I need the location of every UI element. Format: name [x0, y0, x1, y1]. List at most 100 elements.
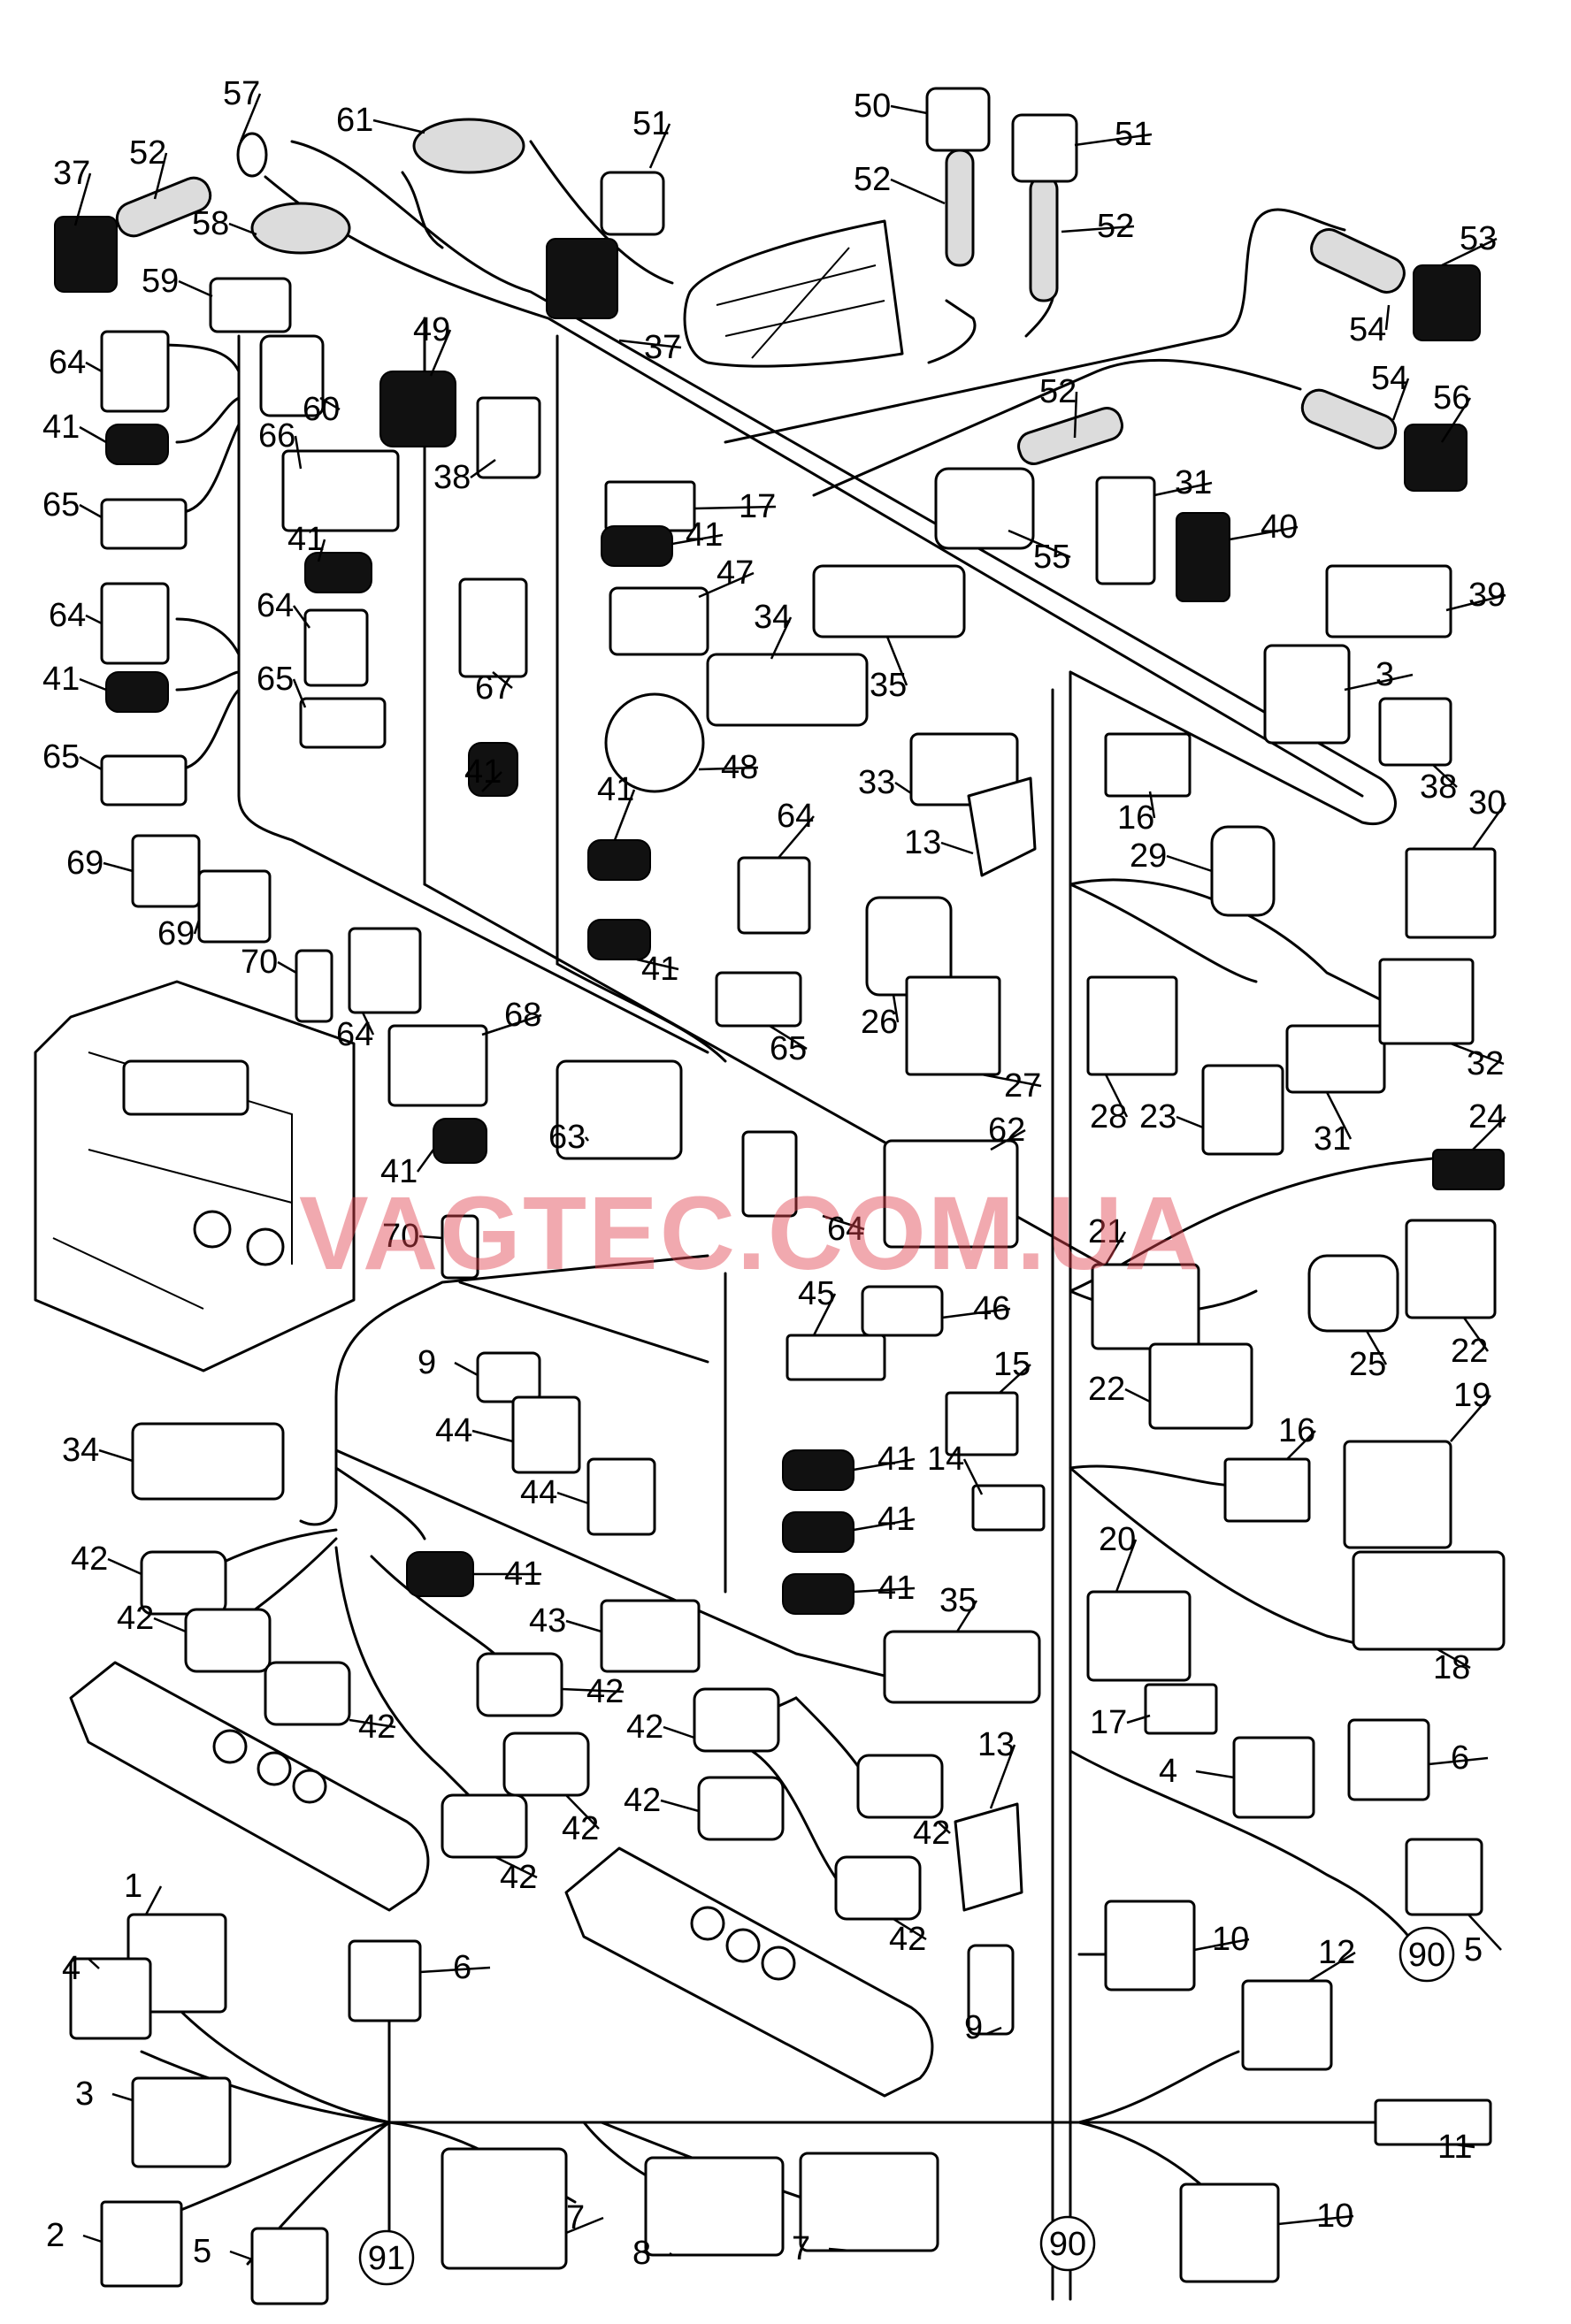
leader-c69b — [193, 919, 201, 935]
callout-58: 58 — [192, 205, 229, 242]
callout-49: 49 — [413, 311, 450, 348]
callout-70: 70 — [382, 1218, 419, 1255]
connector-41-j — [782, 1511, 854, 1553]
leader-c18 — [1437, 1647, 1471, 1670]
connector-18 — [1352, 1550, 1506, 1651]
callout-10: 10 — [1316, 2198, 1353, 2235]
leader-c42j — [893, 1917, 927, 1941]
seat-switch-panel-left — [69, 1661, 430, 1912]
connector-9-mid — [476, 1351, 541, 1403]
connector-65-b — [100, 754, 188, 807]
relay-7-right — [799, 2152, 939, 2252]
connector-31-mid — [1285, 1024, 1386, 1094]
leader-c41f — [613, 789, 636, 841]
leader-c42f — [565, 1794, 600, 1830]
connector-68 — [387, 1024, 488, 1107]
callout-41: 41 — [287, 521, 325, 558]
leader-c51b — [1074, 133, 1153, 147]
connector-22-b — [1148, 1342, 1253, 1430]
callout-29: 29 — [1130, 837, 1167, 875]
leader-c65c — [79, 755, 103, 771]
callout-61: 61 — [336, 102, 373, 139]
leader-c42g — [937, 1821, 951, 1834]
callout-35: 35 — [870, 667, 907, 704]
callout-42: 42 — [500, 1859, 537, 1896]
leader-c23 — [1176, 1115, 1204, 1129]
connector-55 — [934, 467, 1035, 550]
head-unit-housing — [34, 980, 356, 1372]
leader-c17a — [694, 505, 777, 510]
leader-c32 — [1450, 1042, 1505, 1066]
connector-65-c — [299, 697, 387, 749]
grommet-61 — [412, 118, 525, 174]
leader-c7b — [828, 2247, 850, 2252]
connector-43 — [600, 1599, 701, 1673]
connector-45 — [786, 1334, 886, 1381]
callout-42: 42 — [71, 1540, 108, 1578]
callout-13: 13 — [904, 824, 941, 861]
callout-7: 7 — [566, 2199, 585, 2236]
connector-33 — [909, 732, 1019, 807]
leader-c57 — [239, 93, 262, 142]
leader-c46 — [941, 1307, 1011, 1319]
connector-49 — [379, 371, 456, 447]
callout-13: 13 — [977, 1726, 1015, 1763]
leader-c41a — [79, 425, 107, 444]
connector-20 — [1086, 1590, 1192, 1682]
callout-56: 56 — [1433, 379, 1470, 417]
circled-ref-91: 91 — [368, 2240, 405, 2277]
connector-23 — [1201, 1064, 1284, 1156]
callout-69: 69 — [66, 845, 103, 882]
connector-17-top — [604, 480, 696, 532]
connector-13-mid — [954, 1802, 1023, 1912]
connector-64-e — [348, 927, 422, 1014]
components — [34, 87, 1506, 2305]
leader-c61 — [372, 118, 425, 134]
connector-25 — [1307, 1254, 1399, 1333]
connector-42-f — [441, 1793, 528, 1859]
leader-c50 — [890, 104, 928, 115]
circled-ref-ring — [358, 2229, 415, 2286]
callout-44: 44 — [435, 1412, 472, 1449]
connector-4-bottom — [69, 1957, 152, 2040]
callout-46: 46 — [973, 1290, 1010, 1327]
connector-64-d — [737, 856, 811, 935]
callout-9: 9 — [418, 1344, 436, 1381]
callout-5: 5 — [193, 2233, 211, 2270]
leader-c65d — [769, 1024, 808, 1051]
leader-c14 — [962, 1458, 984, 1495]
callout-41: 41 — [380, 1153, 418, 1190]
leader-c25 — [1365, 1330, 1388, 1365]
connector-21 — [1091, 1263, 1200, 1350]
leader-c65a — [79, 503, 103, 519]
leader-c1 — [144, 1885, 163, 1915]
leader-c51a — [648, 123, 671, 169]
leader-c66 — [294, 435, 303, 470]
callout-41: 41 — [877, 1501, 915, 1538]
connector-9-bottom — [967, 1944, 1015, 2036]
callout-52: 52 — [1039, 373, 1077, 410]
callout-41: 41 — [686, 516, 723, 554]
callout-65: 65 — [42, 486, 80, 524]
callout-26: 26 — [861, 1004, 898, 1041]
callout-38: 38 — [1420, 768, 1457, 806]
callout-52: 52 — [1097, 208, 1134, 245]
wiring-harness — [131, 140, 1435, 2301]
connector-42-h — [697, 1776, 785, 1841]
leader-c52b — [890, 178, 946, 205]
callout-42: 42 — [562, 1810, 599, 1847]
connector-14 — [971, 1484, 1046, 1532]
connector-65-d — [715, 971, 802, 1028]
leader-c21 — [1104, 1231, 1127, 1265]
callout-60: 60 — [303, 391, 340, 428]
connector-34-mid — [131, 1422, 285, 1501]
connector-42-e — [502, 1732, 590, 1797]
leader-c60 — [319, 396, 341, 411]
callout-41: 41 — [464, 753, 502, 791]
connector-60 — [259, 334, 325, 417]
callout-28: 28 — [1090, 1098, 1127, 1135]
leader-c47 — [698, 571, 755, 599]
callout-3: 3 — [1376, 656, 1394, 693]
leader-c41e — [481, 771, 502, 792]
